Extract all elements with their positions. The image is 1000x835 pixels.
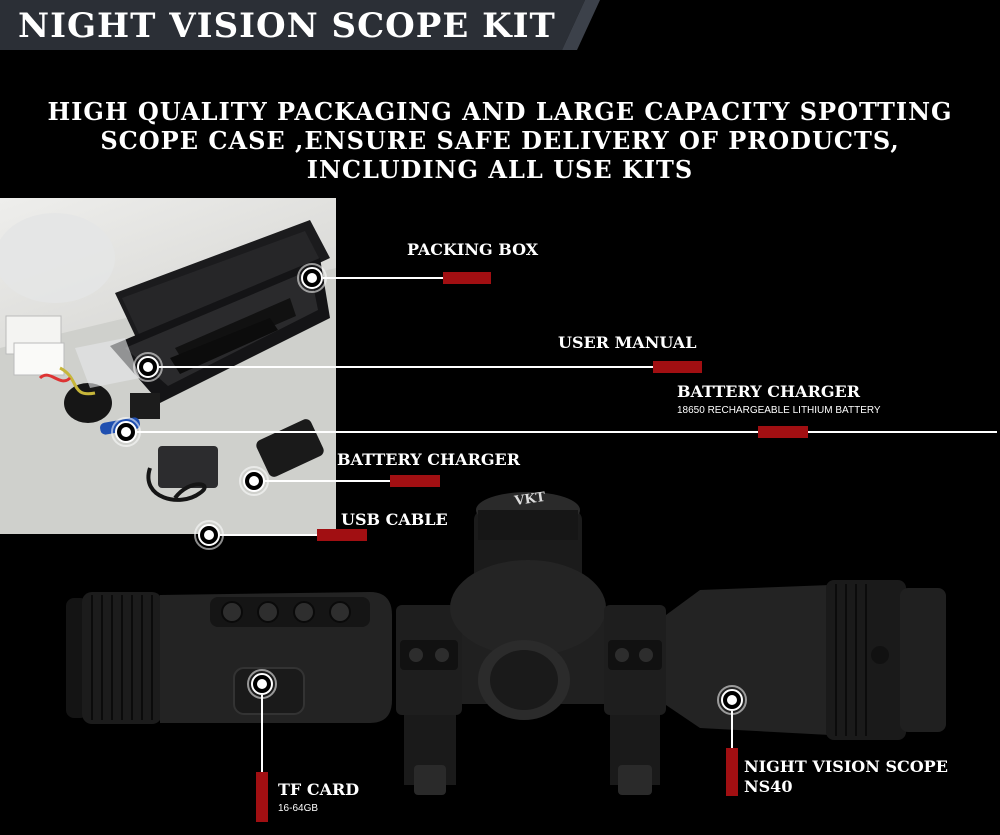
headline-line-2: SCOPE CASE ,ENSURE SAFE DELIVERY OF PROD… bbox=[100, 126, 900, 155]
usb-cable-label: USB CABLE bbox=[341, 510, 448, 529]
packing-box-tag bbox=[443, 272, 491, 284]
charger-tag bbox=[390, 475, 440, 487]
usb-cable-tag bbox=[317, 529, 367, 541]
user-manual-leader-line bbox=[159, 366, 659, 368]
packing-box-leader-line bbox=[323, 277, 449, 279]
user-manual-tag bbox=[653, 361, 702, 373]
night-vision-scope-image bbox=[66, 492, 946, 795]
battery-tag bbox=[758, 426, 808, 438]
usb-cable-marker bbox=[198, 524, 220, 546]
battery-leader-line bbox=[137, 431, 997, 433]
scope-marker bbox=[721, 689, 743, 711]
scope-label-line-1: NIGHT VISION SCOPE bbox=[744, 757, 948, 776]
user-manual-label: USER MANUAL bbox=[558, 333, 697, 352]
scope-label-line-2: NS40 bbox=[744, 777, 793, 796]
packing-box-marker bbox=[301, 267, 323, 289]
battery-charger-label-1: BATTERY CHARGER bbox=[677, 382, 861, 401]
battery-charger-label-2: BATTERY CHARGER bbox=[337, 450, 521, 469]
packing-box-label: PACKING BOX bbox=[407, 240, 539, 259]
headline-line-1: HIGH QUALITY PACKAGING AND LARGE CAPACIT… bbox=[47, 97, 953, 126]
battery-charger-sublabel: 18650 RECHARGEABLE LITHIUM BATTERY bbox=[677, 405, 881, 416]
scope-leader-line bbox=[731, 711, 733, 751]
header-banner bbox=[0, 0, 600, 50]
tf-card-marker bbox=[251, 673, 273, 695]
tf-card-sublabel: 16-64GB bbox=[278, 803, 319, 814]
scope-tag bbox=[726, 748, 738, 796]
kit-photo-illustration bbox=[0, 213, 336, 534]
charger-leader-line bbox=[265, 480, 395, 482]
user-manual-marker bbox=[137, 356, 159, 378]
usb-cable-leader-line bbox=[220, 534, 322, 536]
tf-card-label: TF CARD bbox=[278, 780, 360, 799]
page-title: NIGHT VISION SCOPE KIT bbox=[18, 6, 556, 46]
tf-card-leader-line bbox=[261, 695, 263, 775]
battery-marker bbox=[115, 421, 137, 443]
charger-marker bbox=[243, 470, 265, 492]
headline-line-3: INCLUDING ALL USE KITS bbox=[306, 155, 694, 184]
tf-card-tag bbox=[256, 772, 268, 822]
